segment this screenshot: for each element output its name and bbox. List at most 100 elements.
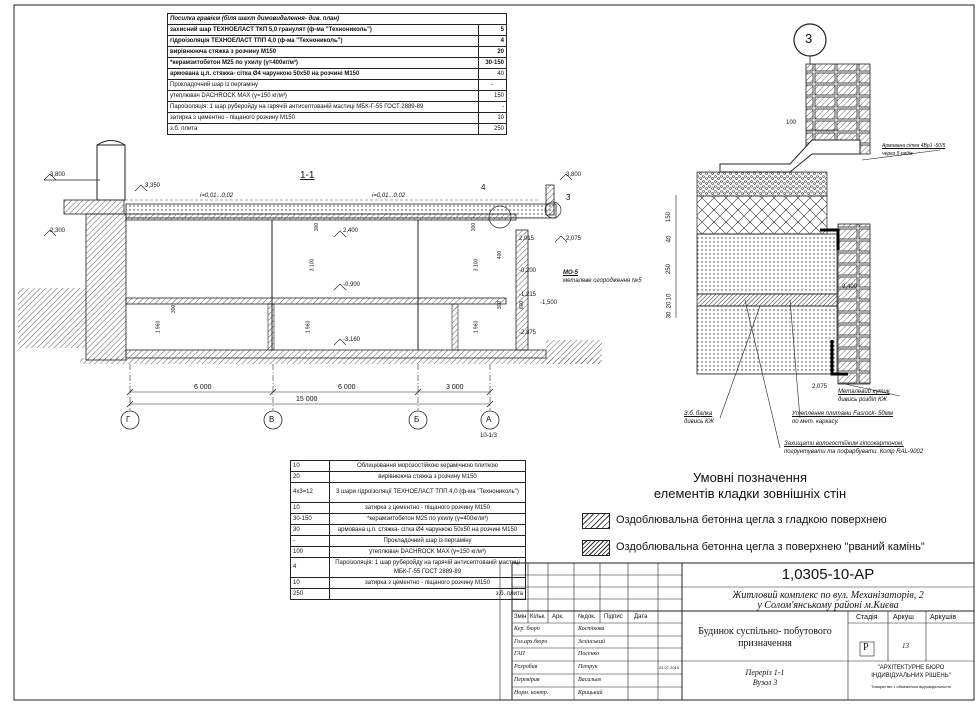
org-name-2: ІНДИВІДУАЛЬНИХ РІШЕНЬ": [871, 673, 951, 679]
person-name: Васильєв: [578, 677, 601, 683]
legend-item-rough: Оздоблювальна бетонна цегла з поверхнею …: [616, 541, 925, 553]
beam-note: З.б. балка: [684, 411, 713, 417]
vertical-dim-label: 300: [171, 304, 178, 314]
metal-corner-note-2: дивись розділ КЖ: [838, 397, 888, 403]
rough-brick-swatch: [582, 540, 610, 556]
role-label: Розробив: [514, 664, 538, 670]
elevation-label: 2,015: [519, 236, 535, 242]
sheet-number: 13: [902, 642, 909, 650]
person-name: Зелінський: [578, 639, 605, 645]
section-title: 1-1: [300, 170, 315, 181]
vertical-dim-label: 3 100: [309, 258, 316, 272]
stage-header: Стадія: [856, 614, 878, 621]
node-vdim: 250: [666, 263, 673, 275]
node-number: 3: [805, 31, 813, 46]
dimension-label: 3 000: [446, 384, 464, 391]
project-name: Житловий комплекс по вул. Механізаторів,…: [732, 590, 924, 601]
col-header: Кільк.: [530, 614, 546, 620]
table-row: утеплювач DACHROCK MAX (γ=150 кг/м³)150: [167, 90, 508, 102]
elevation-label: -1,215: [519, 292, 537, 298]
elevation-label: 2,075: [566, 236, 582, 242]
col-header: №док.: [578, 614, 596, 620]
elevation-label: -0,900: [343, 282, 361, 288]
elevation-label: 3,800: [566, 172, 582, 178]
legend-item-smooth: Оздоблювальна бетонна цегла з гладкою по…: [616, 514, 887, 526]
elevation-label: -2,875: [519, 330, 537, 336]
org-type: Товариство з обмеженою відповідальністю: [871, 684, 951, 689]
table-row: 30-150*керамзитобетон М25 по ухилу (γ=40…: [290, 513, 526, 525]
role-label: Норм. контр.: [514, 690, 549, 696]
vertical-dim-label: 300: [471, 222, 478, 232]
col-header: Змін: [514, 614, 527, 620]
vertical-dim-label: 600: [519, 300, 526, 310]
table-row: затирка з цементно - піщаного розчину М1…: [167, 112, 508, 124]
axis-label-v: В: [269, 415, 275, 424]
legend-title: Умовні позначення елементів кладки зовні…: [653, 470, 847, 501]
person-name: Посенко: [578, 651, 600, 657]
elevation-label: 3,800: [50, 172, 66, 178]
vertical-dim-label: 1 960: [155, 320, 162, 334]
elevation-label: 2,300: [50, 228, 66, 234]
node-dim-100: 100: [786, 120, 797, 126]
node-elevation: 2,075: [812, 384, 828, 390]
vertical-dim-label: 1 960: [305, 320, 312, 334]
drawing-code: 1,0305-10-АР: [781, 566, 875, 583]
vertical-dim-label: 400: [497, 250, 504, 260]
node-mark-4: 4: [481, 183, 486, 192]
elevation-label: 2,400: [343, 228, 359, 234]
table-row: Посилка гравієм (біля шахт димовидалення…: [167, 13, 507, 25]
slope-label-right: i=0,01...0,02: [372, 193, 406, 199]
insulation-note-2: по мет. каркасу.: [792, 419, 839, 425]
col-header: Дата: [634, 614, 648, 620]
mo5-note: металеве огородження №5: [563, 278, 642, 284]
protection-note: Захищати вологостійким гіпсокартоном,: [784, 441, 904, 447]
node-vdim: 150: [666, 211, 673, 223]
node-vdim: 10: [666, 293, 673, 301]
table-row: Пароізоляція: 1 шар руберойду на гарячій…: [167, 101, 508, 113]
table-row: армована ц.п. стяжка- сітка Ø4 чарункою …: [167, 68, 508, 80]
dimension-label: 6 000: [338, 384, 356, 391]
vertical-dim-label: 300: [497, 300, 504, 310]
building-name-2: призначення: [738, 638, 792, 649]
axis-label-a: А: [486, 415, 492, 424]
role-label: Гол.арх.бюро: [514, 639, 548, 645]
node-vdim: 40: [666, 235, 673, 243]
vertical-dim-label: 3 100: [473, 258, 480, 272]
node-elevation: 0,400: [842, 284, 858, 290]
dimension-label: 6 000: [194, 384, 212, 391]
org-name: "АРХІТЕКТУРНЕ БЮРО: [877, 665, 945, 671]
node-mark-3: 3: [566, 193, 571, 202]
table-row: гідроізоляція ТЕХНОЕЛАСТ ТПП 4,0 (ф-ма "…: [167, 35, 508, 47]
protection-note-2: погрунтувати та пофарбувати. Колір RAL-9…: [784, 449, 924, 455]
node-vdim: 30: [666, 311, 673, 319]
axis-label-g: Г: [126, 415, 131, 424]
metal-corner-note: Металевий кутик: [838, 389, 890, 395]
elevation-label: 3,350: [145, 183, 161, 189]
dimension-label: 15 000: [296, 396, 318, 403]
project-location: у Солом'янському районі м.Києва: [757, 600, 899, 611]
col-header: Підпис: [604, 614, 623, 620]
sheets-header: Аркушів: [930, 614, 957, 621]
sheet-title-2: Вузол 3: [752, 678, 778, 687]
insulation-note: Утеплення плитами Fasrock- 50мм: [792, 411, 893, 417]
elevation-label: -0,200: [519, 268, 537, 274]
person-name: Петрук: [578, 664, 598, 670]
role-label: ГАП: [514, 651, 525, 657]
axis-reference: 10-1/3: [480, 433, 498, 439]
stage-value: Р: [863, 642, 869, 653]
elevation-label: -3,160: [343, 337, 361, 343]
smooth-brick-swatch: [582, 513, 610, 529]
sign-date: 24.07.2019: [659, 665, 680, 670]
slope-label-left: i=0,01...0,02: [200, 193, 234, 199]
role-label: Перевірив: [514, 677, 540, 683]
